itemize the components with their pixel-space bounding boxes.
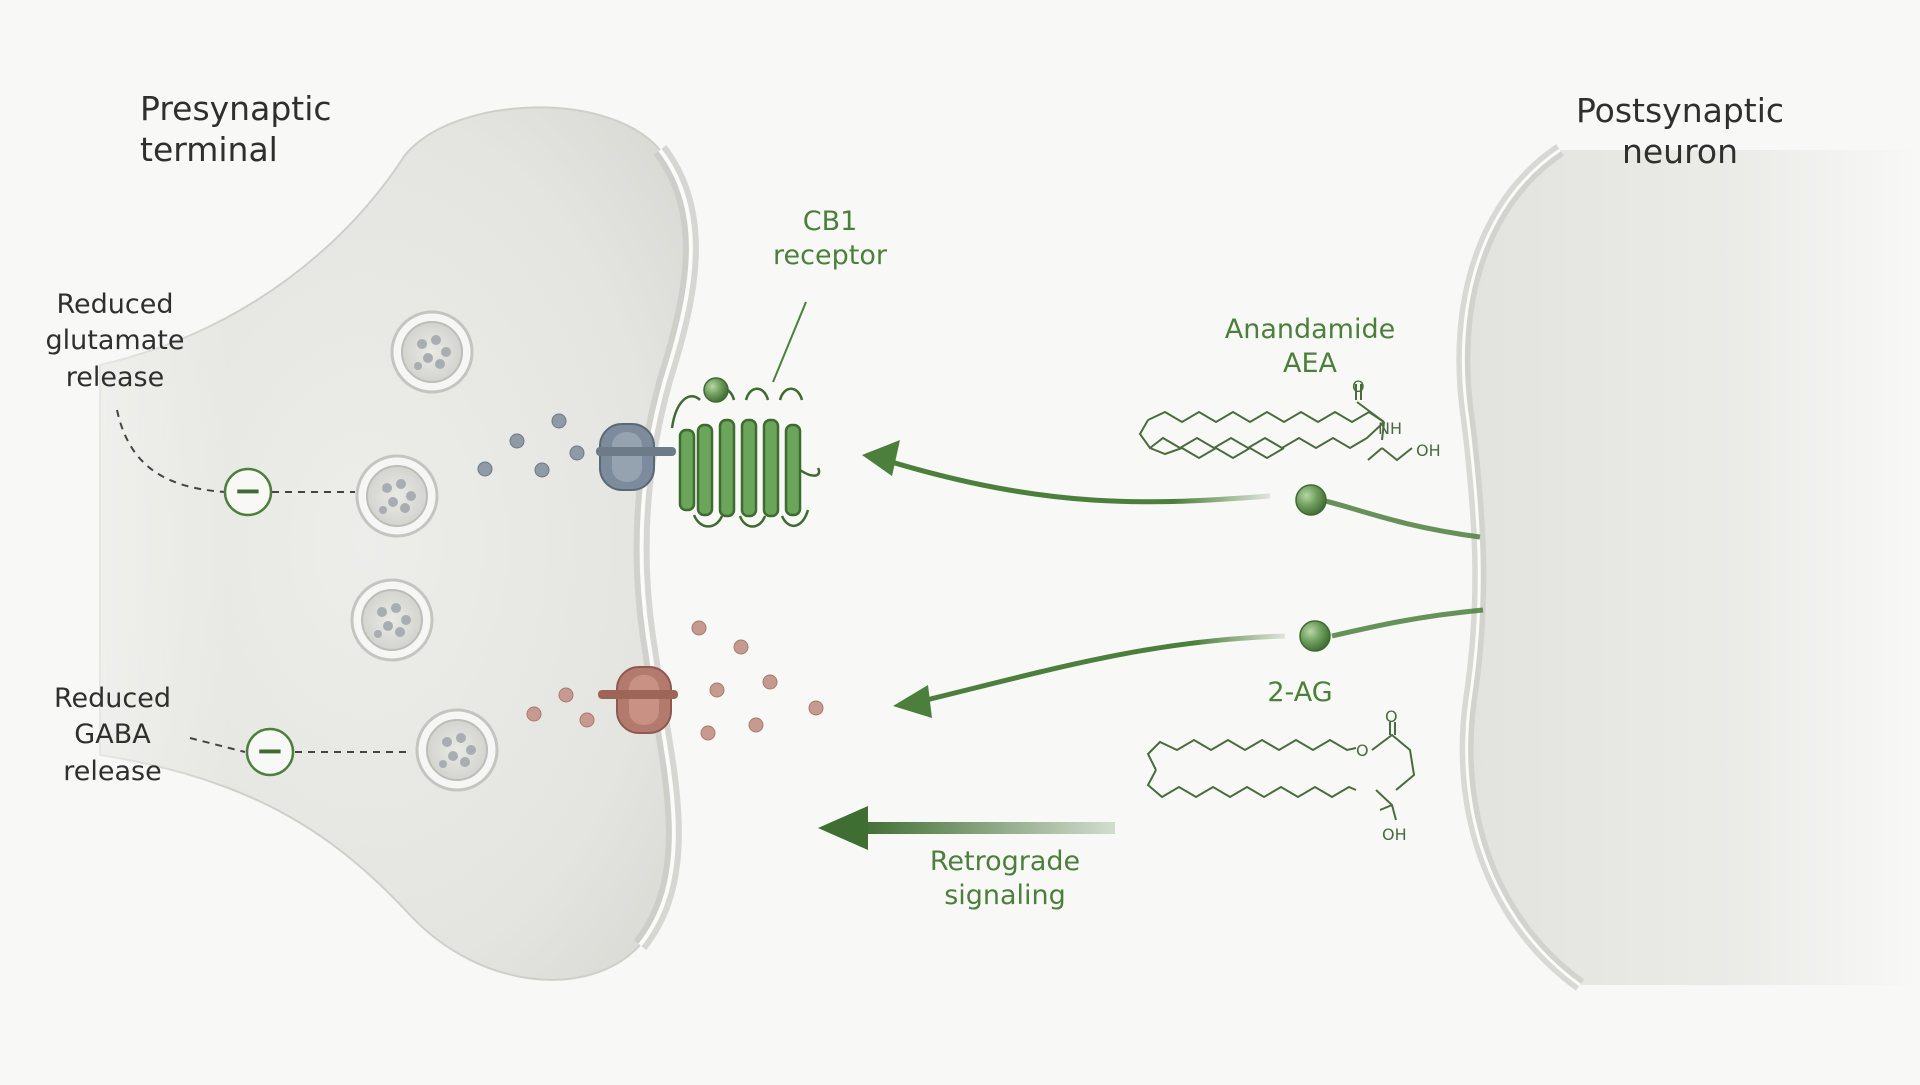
svg-text:O: O <box>1352 377 1365 396</box>
retrograde-arrowhead <box>818 806 868 850</box>
svg-text:O: O <box>1385 707 1398 726</box>
two-ag-arrowhead <box>893 685 932 718</box>
svg-text:OH: OH <box>1382 825 1407 844</box>
vesicle <box>355 454 439 538</box>
svg-text:OH: OH <box>1416 441 1441 460</box>
two-ag-arrow <box>917 633 1286 705</box>
two-ag-path <box>1331 607 1484 639</box>
cb1-receptor <box>670 377 821 528</box>
anandamide-structure <box>1138 384 1413 462</box>
reduced-gaba-label: Reduced GABA release <box>53 683 171 787</box>
glutamate-inhibition-line <box>116 409 226 493</box>
two-ag-molecule <box>1299 620 1331 652</box>
glutamate-inhibition-symbol: − <box>223 467 273 517</box>
anandamide-atoms: O NH OH <box>1352 377 1441 460</box>
glutamate-particles <box>477 413 585 478</box>
gaba-channel <box>598 666 678 734</box>
vesicle <box>415 708 499 792</box>
svg-text:−: − <box>234 471 263 511</box>
svg-text:NH: NH <box>1378 419 1402 438</box>
presynaptic-label: Presynaptic terminal <box>140 89 332 170</box>
gaba-inhibition-line <box>189 737 246 753</box>
glutamate-channel <box>596 423 676 491</box>
gaba-inhibition-symbol: − <box>245 727 295 777</box>
retrograde-arrow-shaft <box>860 822 1115 834</box>
anandamide-path <box>1311 495 1481 540</box>
anandamide-arrowhead <box>862 440 900 476</box>
anandamide-molecule <box>1295 484 1327 516</box>
gaba-particles <box>526 620 824 741</box>
two-ag-atoms: O O OH <box>1356 707 1407 844</box>
anandamide-label: Anandamide AEA <box>1224 314 1396 379</box>
two-ag-label: 2-AG <box>1267 677 1333 708</box>
postsynaptic-neuron <box>1456 144 1920 991</box>
svg-text:−: − <box>256 731 285 771</box>
vesicle <box>350 578 434 662</box>
retrograde-label: Retrograde signaling <box>929 846 1081 911</box>
presynaptic-terminal <box>0 106 699 981</box>
svg-text:O: O <box>1356 741 1369 760</box>
anandamide-arrow <box>884 457 1271 505</box>
two-ag-structure <box>1146 722 1416 821</box>
cb1-receptor-label: CB1 receptor <box>773 206 887 271</box>
postsynaptic-label: Postsynaptic neuron <box>1575 91 1785 172</box>
cb1-pointer-line <box>772 301 807 383</box>
vesicle <box>390 310 474 394</box>
reduced-glutamate-label: Reduced glutamate release <box>45 289 185 393</box>
